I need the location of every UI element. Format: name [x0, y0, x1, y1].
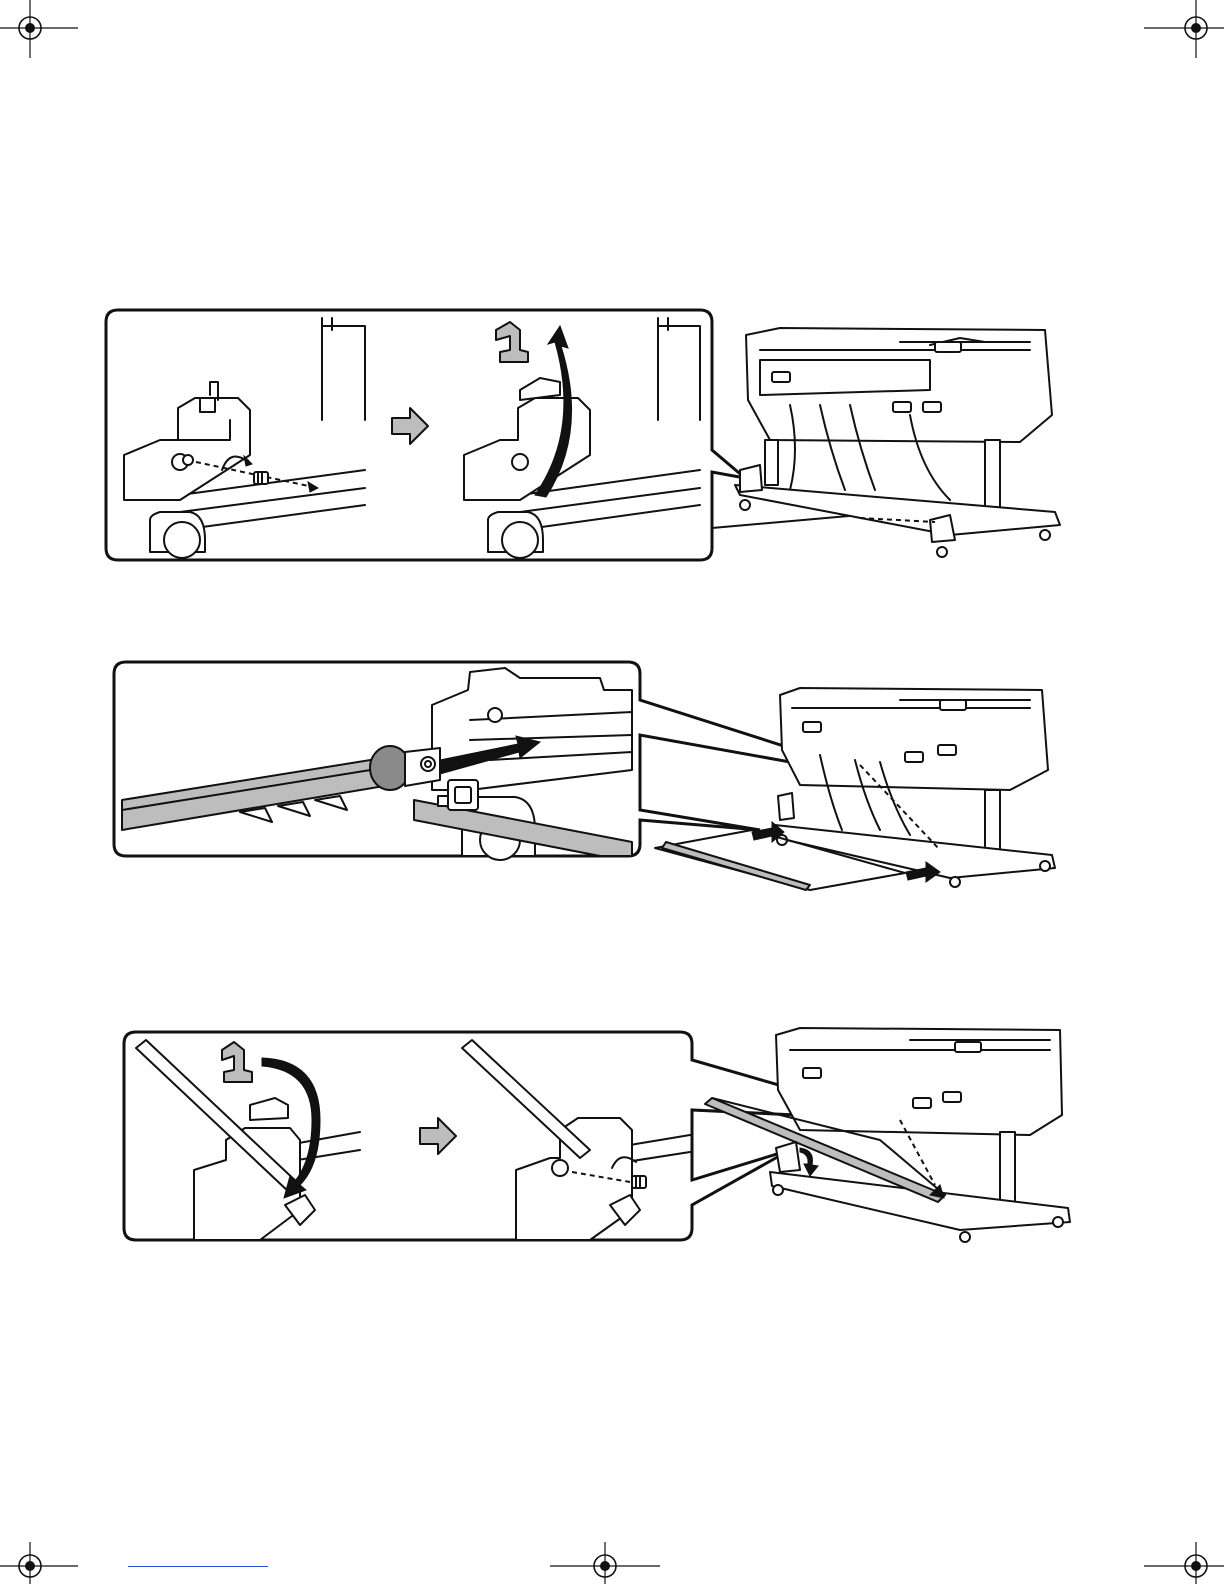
- registration-mark-bottom-center: [550, 1540, 660, 1584]
- registration-mark-top-left: [0, 0, 80, 60]
- screw-icon: [254, 472, 268, 484]
- printer-stand-overview-2: [655, 688, 1055, 890]
- printer-stand-overview-3: [705, 1028, 1070, 1242]
- figure-3: [115, 1020, 1080, 1250]
- figure-1: [100, 300, 1080, 570]
- registration-mark-bottom-left: [0, 1540, 80, 1584]
- figure-2: [100, 655, 1080, 900]
- registration-mark-bottom-right: [1144, 1540, 1224, 1584]
- footer-link-rule: [128, 1566, 268, 1567]
- registration-mark-top-right: [1144, 0, 1224, 60]
